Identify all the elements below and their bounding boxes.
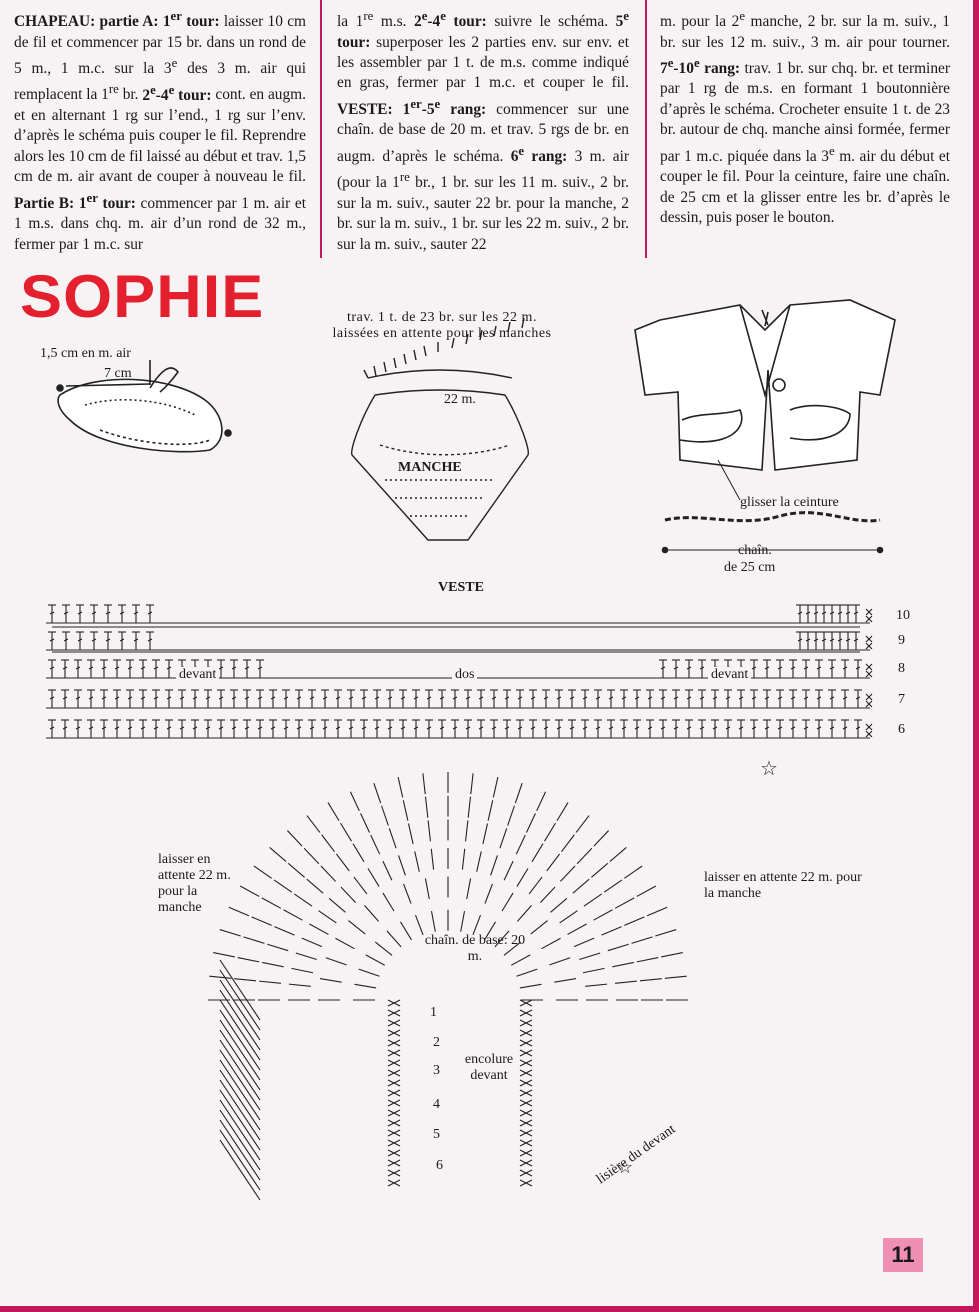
hat-illustration [57, 360, 231, 452]
chain-length-label: de 25 cm [724, 560, 775, 576]
page-number: 11 [883, 1238, 923, 1272]
veste-circular-body [208, 772, 688, 1200]
sleeve-diagram [352, 318, 529, 540]
sleeve-title: MANCHE [398, 460, 462, 476]
veste-title: VESTE [438, 580, 484, 596]
star-symbol-top: ☆ [760, 758, 778, 780]
row-label-8: 8 [898, 661, 905, 677]
row-label-b5: 5 [433, 1127, 440, 1143]
sleeve-count: 22 m. [444, 392, 476, 408]
hat-chain-label: 1,5 cm en m. air [40, 346, 131, 362]
left-sleeve-note: laisser en attente 22 m. pour la manche [158, 852, 238, 916]
row-label-9: 9 [898, 633, 905, 649]
row-label-b2: 2 [433, 1035, 440, 1051]
row-label-10: 10 [896, 608, 910, 624]
row-label-b6: 6 [436, 1158, 443, 1174]
label-devant-right: devant [708, 667, 751, 683]
label-dos: dos [452, 667, 477, 683]
chain-label: chaîn. [738, 543, 772, 559]
row-label-7: 7 [898, 692, 905, 708]
right-sleeve-note: laisser en attente 22 m. pour la manche [704, 870, 864, 902]
row-label-b3: 3 [433, 1063, 440, 1079]
belt-label: glisser la ceinture [740, 495, 839, 511]
sleeve-note: trav. 1 t. de 23 br. sur les 22 m. laiss… [327, 310, 557, 342]
row-label-b1: 1 [430, 1005, 437, 1021]
hat-size-label: 7 cm [104, 366, 132, 382]
row-label-6: 6 [898, 722, 905, 738]
base-chain-label: chaîn. de base: 20 m. [420, 933, 530, 965]
label-devant-left: devant [176, 667, 219, 683]
jacket-illustration [635, 300, 895, 553]
row-label-b4: 4 [433, 1097, 440, 1113]
neckline-label: encolure devant [458, 1052, 520, 1084]
